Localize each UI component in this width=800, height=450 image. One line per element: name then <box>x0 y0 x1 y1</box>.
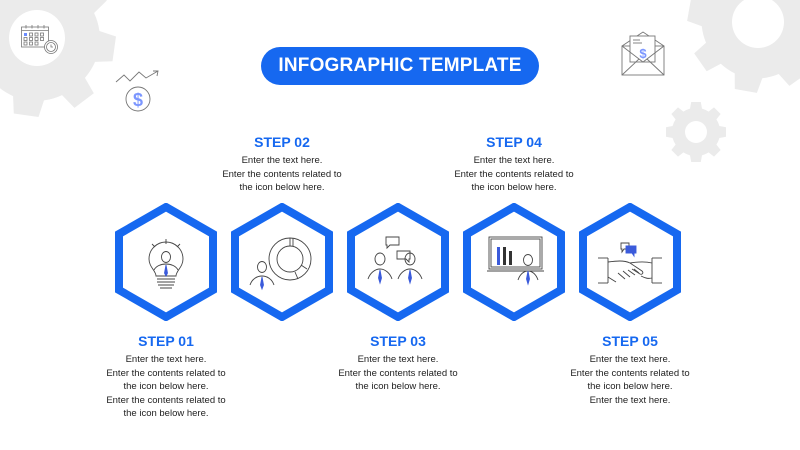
page-title-text: INFOGRAPHIC TEMPLATE <box>278 55 522 76</box>
step-03-text: STEP 03 Enter the text here. Enter the c… <box>318 332 478 394</box>
calendar-clock-icon <box>21 25 58 54</box>
presentation-bar-chart-icon <box>487 236 544 286</box>
gear-icon-large-right <box>676 0 800 104</box>
step-05-line-2: Enter the contents related to <box>570 367 690 379</box>
step-01-title: STEP 01 <box>138 333 194 349</box>
step-04-line-1: Enter the text here. <box>473 155 555 166</box>
step-01-hexagon <box>115 203 217 321</box>
step-03-title: STEP 03 <box>370 333 426 349</box>
step-01-line-3: the icon below here. <box>123 381 209 393</box>
step-05-line-4: Enter the text here. <box>589 394 671 406</box>
step-03-line-1: Enter the text here. <box>357 354 439 365</box>
step-03-hexagon <box>347 203 449 321</box>
step-02-title: STEP 02 <box>254 134 310 150</box>
step-01-line-5: the icon below here. <box>123 408 209 420</box>
svg-text:$: $ <box>639 46 647 61</box>
step-05-line-1: Enter the text here. <box>589 354 671 365</box>
person-donut-chart-icon <box>249 237 312 291</box>
step-04-title: STEP 04 <box>486 134 542 150</box>
step-01-text: STEP 01 Enter the text here. Enter the c… <box>86 332 246 421</box>
step-04-line-2: Enter the contents related to <box>454 168 574 180</box>
step-02-line-1: Enter the text here. <box>241 155 323 166</box>
step-02-hexagon <box>231 203 333 321</box>
page-title: INFOGRAPHIC TEMPLATE <box>261 47 539 85</box>
step-05-title: STEP 05 <box>602 333 658 349</box>
step-03-line-3: the icon below here. <box>355 381 441 393</box>
step-04-line-3: the icon below here. <box>471 182 557 194</box>
step-03-line-2: Enter the contents related to <box>338 367 458 379</box>
envelope-dollar-icon: $ <box>621 31 665 76</box>
step-01-line-2: Enter the contents related to <box>106 367 226 379</box>
step-05-hexagon <box>579 203 681 321</box>
gear-icon-large-left <box>0 0 126 127</box>
handshake-chat-icon <box>598 242 662 284</box>
dollar-growth-icon: $ <box>115 70 159 112</box>
svg-text:$: $ <box>133 90 143 110</box>
step-01-line-4: Enter the contents related to <box>106 394 226 406</box>
step-04-hexagon <box>463 203 565 321</box>
step-05-text: STEP 05 Enter the text here. Enter the c… <box>550 332 710 407</box>
step-01-line-1: Enter the text here. <box>125 354 207 365</box>
two-people-chat-icon <box>367 236 423 285</box>
step-02-text: STEP 02 Enter the text here. Enter the c… <box>202 133 362 195</box>
gear-icon-small-right <box>666 102 726 162</box>
lightbulb-person-icon <box>148 239 184 289</box>
step-05-line-3: the icon below here. <box>587 381 673 393</box>
step-04-text: STEP 04 Enter the text here. Enter the c… <box>434 133 594 195</box>
step-02-line-2: Enter the contents related to <box>222 168 342 180</box>
step-02-line-3: the icon below here. <box>239 182 325 194</box>
